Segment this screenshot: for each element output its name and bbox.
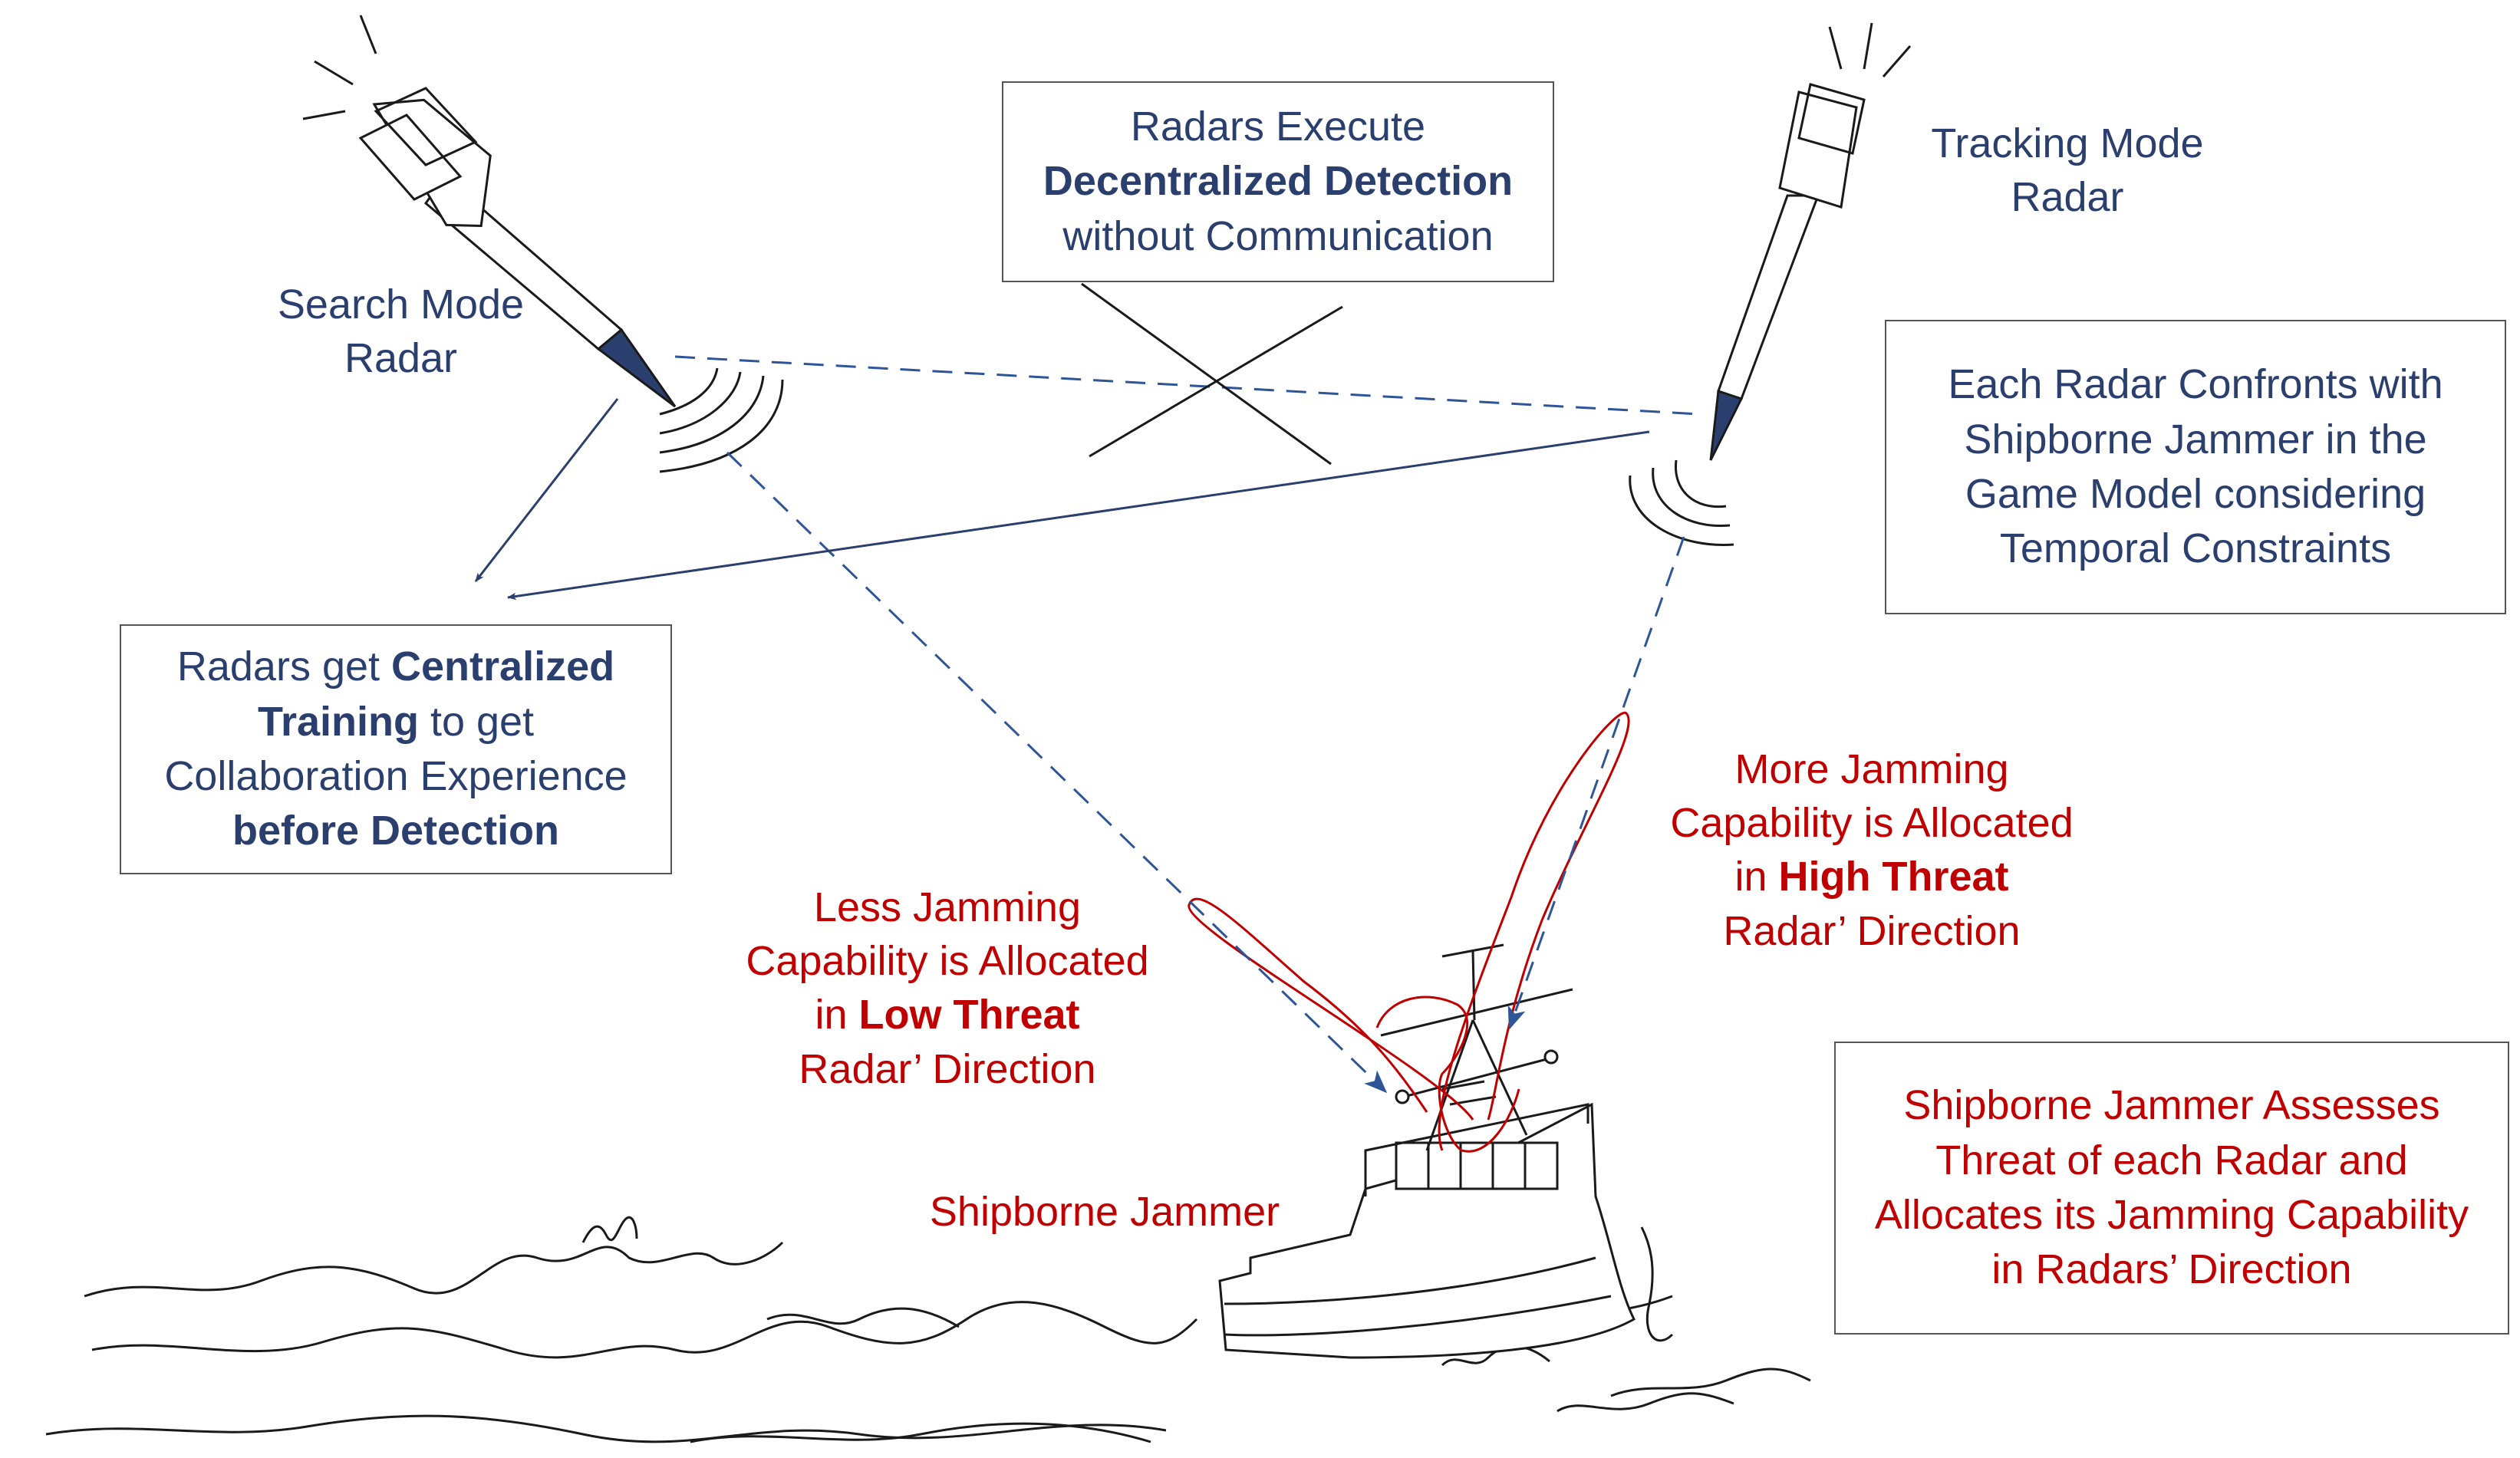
tracking-radar-label-line2: Radar	[2011, 174, 2124, 221]
more-line4: Radar’ Direction	[1723, 907, 2021, 954]
search-radar-label: Search Mode Radar	[253, 278, 548, 385]
low-threat-beam	[1188, 897, 1474, 1121]
search-radar-label-line2: Radar	[344, 335, 458, 382]
more-line3: in High Threat	[1734, 854, 2009, 900]
search-radar-lines	[302, 15, 784, 473]
assess-line1: Shipborne Jammer Assesses	[1903, 1082, 2440, 1129]
less-line2: Capability is Allocated	[746, 938, 1149, 985]
game-model-line4: Temporal Constraints	[1999, 525, 2392, 572]
game-model-box: Each Radar Confronts with Shipborne Jamm…	[1885, 320, 2506, 614]
assess-line4: in Radars’ Direction	[1991, 1246, 2352, 1293]
radar-link-dashed	[674, 355, 1700, 1094]
centralized-line1: Radars get Centralized	[176, 643, 615, 690]
high-threat-beam	[1438, 711, 1630, 1151]
jammer-sidelobe	[1375, 996, 1520, 1153]
less-line4: Radar’ Direction	[799, 1045, 1096, 1092]
centralized-line2: Training to get	[257, 698, 535, 745]
tracking-radar-lines	[1629, 22, 1912, 546]
more-line1: More Jamming	[1734, 746, 2009, 792]
decentralized-line3: without Communication	[1062, 212, 1494, 259]
more-line2: Capability is Allocated	[1670, 800, 2074, 847]
shipborne-jammer-label: Shipborne Jammer	[929, 1189, 1280, 1235]
search-radar-label-line1: Search Mode	[277, 281, 525, 327]
game-model-line2: Shipborne Jammer in the	[1964, 416, 2427, 462]
assess-line3: Allocates its Jamming Capability	[1874, 1192, 2469, 1238]
decentralized-detection-box: Radars Execute Decentralized Detection w…	[1002, 81, 1554, 282]
less-jamming-annotation: Less Jamming Capability is Allocated in …	[713, 880, 1181, 1096]
tracking-to-ship-dashed	[1507, 536, 1685, 1030]
tracking-radar-icon	[1709, 83, 1866, 461]
centralized-training-box: Radars get Centralized Training to get C…	[120, 624, 672, 874]
decentralized-line2: Decentralized Detection	[1043, 158, 1514, 205]
threat-assessment-box: Shipborne Jammer Assesses Threat of each…	[1834, 1042, 2509, 1335]
game-model-line3: Game Model considering	[1965, 471, 2426, 517]
search-to-ship-dashed	[726, 451, 1388, 1094]
assess-line2: Threat of each Radar and	[1935, 1137, 2408, 1183]
tracking-radar-label: Tracking Mode Radar	[1887, 117, 2248, 224]
centralized-line3: Collaboration Experience	[164, 753, 628, 799]
training-arrows	[474, 398, 1650, 601]
search-radar-icon	[358, 87, 677, 408]
tracking-radar-label-line1: Tracking Mode	[1931, 120, 2204, 166]
less-line1: Less Jamming	[813, 884, 1082, 930]
more-jamming-annotation: More Jamming Capability is Allocated in …	[1634, 742, 2110, 958]
no-communication-cross	[1081, 282, 1343, 466]
decentralized-line1: Radars Execute	[1130, 104, 1426, 150]
jamming-beams	[1188, 711, 1630, 1153]
less-line3: in Low Threat	[815, 992, 1080, 1038]
ship	[1218, 1102, 1636, 1359]
centralized-line4: before Detection	[232, 808, 560, 854]
jammer-mast	[1380, 943, 1573, 1151]
game-model-line1: Each Radar Confronts with	[1948, 361, 2443, 408]
